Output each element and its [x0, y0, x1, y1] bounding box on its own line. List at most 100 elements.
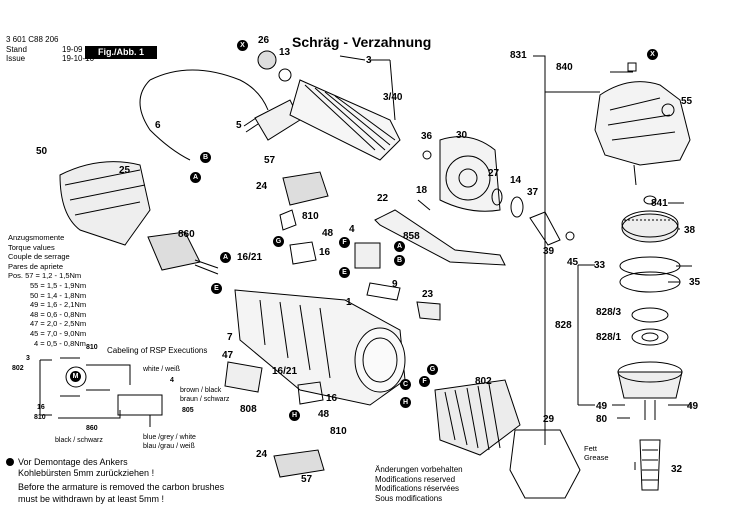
part-29: 29 [543, 414, 555, 425]
stand-label: Stand [6, 45, 27, 54]
part-16-top: 16 [319, 247, 331, 258]
part-36: 36 [421, 131, 433, 142]
part-810-bottom: 810 [330, 426, 347, 437]
badge-a-terminal: A [394, 241, 405, 252]
warning-en-line1: Before the armature is removed the carbo… [18, 482, 225, 492]
part-39: 39 [543, 246, 555, 257]
part-9: 9 [392, 279, 398, 290]
wiring-part-810-lower: 810 [34, 414, 46, 421]
modifications-de: Änderungen vorbehalten [375, 465, 463, 474]
part-50: 50 [36, 146, 48, 157]
part-13: 13 [279, 47, 291, 58]
part-808: 808 [240, 404, 257, 415]
wiring-part-805: 805 [182, 407, 194, 414]
badge-h-bottom: H [289, 410, 300, 421]
part-33: 33 [594, 260, 606, 271]
wiring-part-810: 810 [86, 344, 98, 351]
badge-e-top: E [339, 267, 350, 278]
part-57-top: 57 [264, 155, 276, 166]
part-16-21-top: 16/21 [237, 252, 263, 263]
part-24-top: 24 [256, 181, 268, 192]
modifications-es: Sous modifications [375, 493, 443, 503]
grease-en: Grease [584, 453, 609, 462]
part-828: 828 [555, 320, 572, 331]
part-37: 37 [527, 187, 539, 198]
part-828-3: 828/3 [596, 307, 622, 318]
part-6: 6 [155, 120, 161, 131]
torque-table: Anzugsmomente Torque values Couple de se… [8, 233, 86, 348]
wiring-black: black / schwarz [55, 437, 103, 444]
part-18: 18 [416, 185, 428, 196]
badge-a-cable: A [190, 172, 201, 183]
part-22: 22 [377, 193, 389, 204]
torque-row: 4 = 0,5 - 0,8Nm [34, 338, 86, 348]
figure-label: Fig./Abb. 1 [85, 46, 157, 59]
part-48-bottom: 48 [318, 409, 330, 420]
wiring-blue-de: blau /grau / weiß [143, 443, 195, 450]
torque-heading-de: Anzugsmomente [8, 233, 65, 242]
part-49-right: 49 [687, 401, 699, 412]
badge-e-switch: E [211, 283, 222, 294]
part-3: 3 [366, 55, 372, 66]
stand-value: 19-09 [62, 45, 83, 54]
wiring-blue: blue /grey / white [143, 434, 196, 441]
part-57-bottom: 57 [301, 474, 313, 485]
part-48-top: 48 [322, 228, 334, 239]
part-32: 32 [671, 464, 683, 475]
badge-c-bottom: C [400, 379, 411, 390]
doc-number: 3 601 C88 206 [6, 35, 59, 44]
part-35: 35 [689, 277, 701, 288]
torque-heading-en: Torque values [8, 242, 55, 252]
part-23: 23 [422, 289, 434, 300]
badge-f-top: F [339, 237, 350, 248]
torque-row: 45 = 7,0 - 9,0Nm [30, 328, 87, 338]
part-45: 45 [567, 257, 579, 268]
part-4: 4 [349, 224, 355, 235]
wiring-part-16: 16 [37, 404, 45, 411]
modifications-note: Änderungen vorbehalten Modifications res… [375, 465, 463, 503]
warning-en-line2: must be withdrawn by at least 5mm ! [18, 494, 165, 504]
part-840: 840 [556, 62, 573, 73]
part-49-left: 49 [596, 401, 608, 412]
bullet-icon [6, 458, 14, 466]
grease-de: Fett [584, 444, 597, 453]
modifications-fr: Modifications réservées [375, 484, 460, 493]
issue-value: 19-10-10 [62, 54, 95, 63]
part-810-top: 810 [302, 211, 319, 222]
part-55: 55 [681, 96, 693, 107]
torque-heading-fr: Couple de serrage [8, 252, 70, 262]
motor-m-symbol: M [70, 371, 81, 382]
part-831: 831 [510, 50, 527, 61]
torque-row: Pos. 57 = 1,2 - 1,5Nm [8, 271, 82, 281]
issue-label: Issue [6, 54, 26, 63]
part-26: 26 [258, 35, 270, 46]
torque-row: 55 = 1,5 - 1,9Nm [30, 280, 87, 290]
badge-x-top: X [237, 40, 248, 51]
wiring-caption: Cabeling of RSP Executions [107, 346, 208, 355]
badge-b-cable: B [200, 152, 211, 163]
badge-a-switch: A [220, 252, 231, 263]
part-24-bottom: 24 [256, 449, 268, 460]
badge-g-bottom: G [427, 364, 438, 375]
wiring-part-860: 860 [86, 425, 98, 432]
wiring-brown-de: braun / schwarz [180, 396, 230, 403]
warning-de-line2: Kohlebürsten 5mm zurückziehen ! [18, 468, 155, 478]
torque-row: 48 = 0,6 - 0,8Nm [30, 309, 87, 319]
wiring-part-3: 3 [26, 355, 30, 362]
badge-b-terminal: B [394, 255, 405, 266]
part-80: 80 [596, 414, 608, 425]
part-860: 860 [178, 229, 195, 240]
part-38: 38 [684, 225, 696, 236]
modifications-en: Modifications reserved [375, 474, 456, 484]
part-30: 30 [456, 130, 468, 141]
badge-x-right: X [647, 49, 658, 60]
wiring-white: white / weiß [143, 366, 180, 373]
grease-label: Fett Grease [584, 444, 609, 462]
wiring-part-802: 802 [12, 365, 24, 372]
part-802: 802 [475, 376, 492, 387]
part-841: 841 [651, 198, 668, 209]
wiring-part-4: 4 [170, 377, 174, 384]
part-5: 5 [236, 120, 242, 131]
badge-h-stator: H [400, 397, 411, 408]
